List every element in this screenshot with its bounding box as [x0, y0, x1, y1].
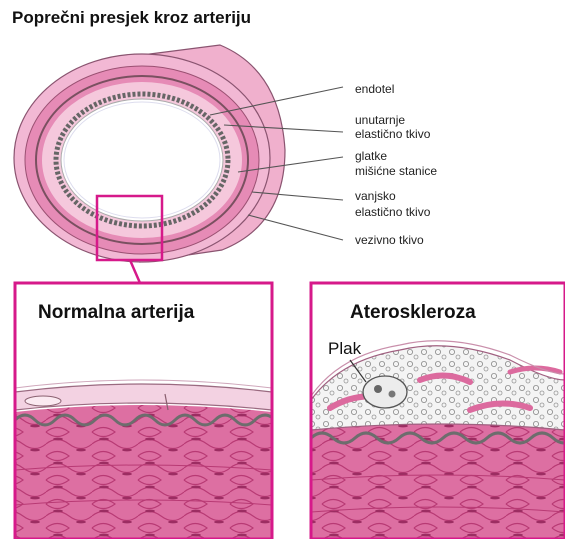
- label-unutarnje-2: elastično tkivo: [355, 127, 431, 141]
- foam-cell: [363, 376, 407, 408]
- panel-normal: Normalna arterija: [15, 283, 275, 539]
- zoom-connector: [15, 260, 140, 283]
- artery-cross-section: [14, 45, 285, 262]
- normal-muscle-layer: [15, 405, 272, 539]
- athero-panel-title: Ateroskleroza: [350, 302, 476, 323]
- panel-athero: Ateroskleroza Plak: [311, 283, 565, 539]
- label-vanjsko-1: vanjsko: [355, 189, 396, 203]
- label-vanjsko-2: elastično tkivo: [355, 205, 431, 219]
- label-glatke-1: glatke: [355, 149, 387, 163]
- endothelium: [64, 102, 220, 218]
- label-vezivno: vezivno tkivo: [355, 233, 424, 247]
- label-endotel: endotel: [355, 82, 394, 96]
- plak-label: Plak: [328, 339, 362, 358]
- label-unutarnje-1: unutarnje: [355, 113, 405, 127]
- normal-panel-title: Normalna arterija: [38, 302, 195, 323]
- label-glatke-2: mišićne stanice: [355, 164, 437, 178]
- structure-labels: endotel unutarnje elastično tkivo glatke…: [355, 82, 437, 247]
